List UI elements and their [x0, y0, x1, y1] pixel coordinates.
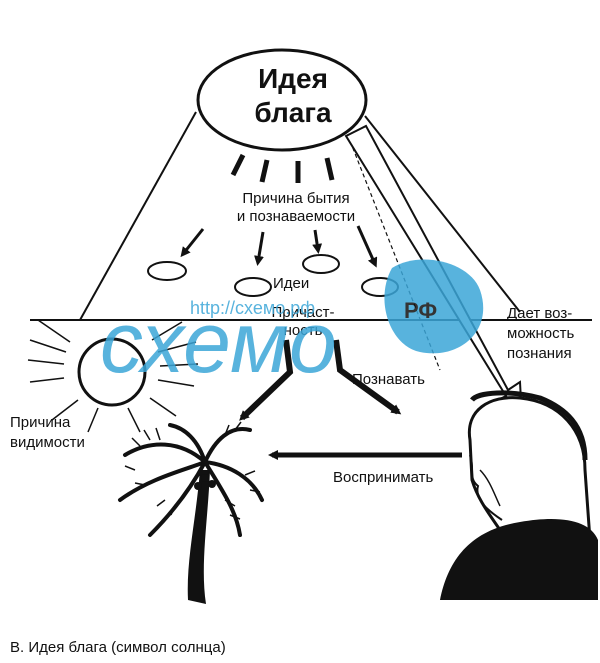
cognize-label: Познавать: [352, 371, 425, 388]
idea-of-good-ellipse: [196, 48, 368, 152]
gives-possibility-line-3: познания: [507, 345, 572, 362]
cone-right-line: [364, 115, 521, 313]
sun-rays: [27, 319, 199, 433]
participation-line-1: Причаст-: [271, 304, 334, 321]
watermark: http://схемо.рф схемо РФ: [100, 259, 484, 391]
cognize-arrow: [333, 339, 402, 415]
palm-tree-icon: [118, 421, 264, 604]
ideas-ellipses: [147, 254, 399, 297]
gives-possibility-line-2: можность: [507, 325, 575, 342]
cause-of-being-line-1: Причина бытия: [242, 190, 349, 207]
person-head-icon: [440, 390, 598, 600]
participation-line-2: ность: [284, 322, 323, 339]
ideas-label: Идеи: [273, 275, 309, 292]
figure-caption: В. Идея блага (символ солнца): [10, 639, 226, 656]
watermark-badge: РФ: [404, 298, 437, 323]
participation-arrow-left: [239, 339, 294, 421]
cause-of-visibility-line-1: Причина: [10, 414, 71, 431]
sun-icon: [77, 337, 147, 407]
watermark-brand: схемо: [100, 295, 337, 391]
idea-of-good-line-1: Идея: [258, 63, 328, 94]
cause-of-being-line-2: и познаваемости: [237, 208, 355, 225]
arrows-to-ideas: [180, 225, 378, 268]
perceive-label: Воспринимать: [333, 469, 434, 486]
cone-dashed-line: [344, 127, 441, 371]
watermark-url: http://схемо.рф: [190, 298, 315, 318]
cause-of-visibility-line-2: видимости: [10, 434, 85, 451]
idea-rays: [230, 153, 335, 183]
idea-of-good-line-2: блага: [254, 97, 332, 128]
gives-possibility-line-1: Дает воз-: [507, 305, 572, 322]
cone-left-line: [79, 111, 197, 321]
